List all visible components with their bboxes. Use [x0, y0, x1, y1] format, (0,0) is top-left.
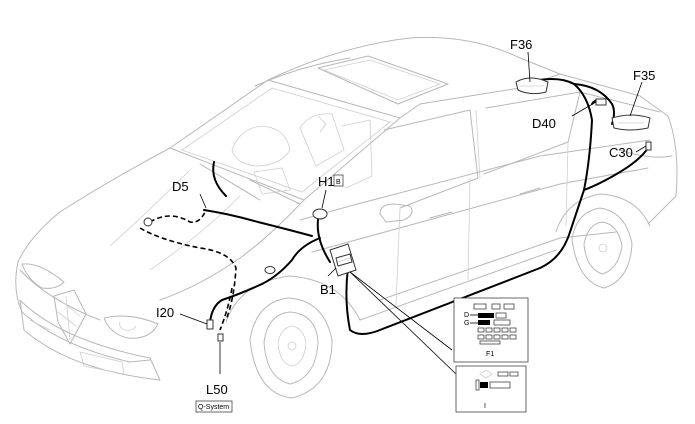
label-d5: D5 — [172, 179, 189, 194]
h1-badge-box — [333, 174, 344, 187]
label-i20: I20 — [156, 305, 174, 320]
fuse-row-g-label: G — [464, 320, 469, 327]
d40-connector — [595, 98, 607, 106]
components — [143, 77, 652, 342]
fuse-row-d-label: D — [464, 312, 469, 319]
label-b1: B1 — [320, 282, 336, 297]
label-h1-badge: B — [336, 179, 341, 186]
l50-component — [217, 333, 224, 342]
label-f35: F35 — [633, 68, 655, 83]
connector-caption: I — [484, 403, 486, 410]
c30-component — [645, 141, 652, 151]
b1-control-unit — [329, 243, 357, 277]
label-d40: D40 — [532, 116, 556, 131]
d5-connector — [143, 217, 153, 227]
inset-connector: I — [455, 365, 527, 413]
leader-lines — [179, 51, 647, 375]
h1-component — [312, 208, 328, 220]
label-c30: C30 — [609, 145, 633, 160]
connector-pin — [480, 382, 488, 388]
fuse-d — [478, 313, 494, 318]
fuse-box-caption: F1 — [486, 351, 494, 358]
wiring-harness — [139, 78, 649, 335]
f35-lamp — [611, 114, 651, 131]
f36-lamp — [515, 77, 549, 95]
q-system-box — [195, 400, 233, 413]
inset-fuse-box: D G F1 — [453, 297, 529, 363]
label-l50: L50 — [206, 382, 228, 397]
car-outline — [15, 36, 678, 399]
i20-component — [206, 319, 214, 330]
label-f36: F36 — [510, 37, 532, 52]
labels: F36 F35 D40 C30 D5 H1 B B1 I20 L50 Q-Sys… — [156, 37, 655, 413]
label-q-system: Q-System — [198, 404, 229, 411]
fuse-g — [478, 320, 490, 325]
label-h1: H1 — [318, 174, 335, 189]
hood-connector — [264, 266, 276, 274]
